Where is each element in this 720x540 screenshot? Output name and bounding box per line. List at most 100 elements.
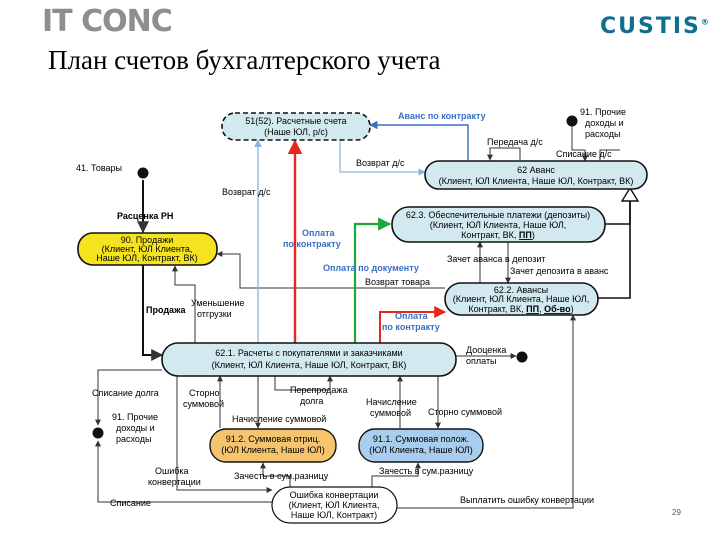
svg-text:51(52). Расчетные счета: 51(52). Расчетные счета [245,116,346,126]
svg-text:91.1. Суммовая полож.: 91.1. Суммовая полож. [373,434,469,444]
svg-text:62 Аванс: 62 Аванс [517,165,555,175]
edge-vozvrat-ds-top [339,140,426,176]
edge-spisanie-dolga [95,369,162,426]
svg-text:62.2. Авансы: 62.2. Авансы [494,285,548,295]
svg-text:отгрузки: отгрузки [197,309,232,319]
node-91-2[interactable]: 91.2. Суммовая отриц. (ЮЛ Клиента, Наше … [209,428,337,463]
label-avans-contract: Аванс по контракту [398,111,486,121]
node-90[interactable]: 90. Продажи (Клиент, ЮЛ Клиента, Наше ЮЛ… [77,232,218,266]
edge-peredacha-ds [487,147,521,161]
svg-text:суммовой: суммовой [183,399,224,409]
node-62-1[interactable]: 62.1. Расчеты с покупателями и заказчика… [161,342,457,377]
label-vozvrat-ds-mid: Возврат д/с [222,187,271,197]
svg-text:62.1. Расчеты с покупателями и: 62.1. Расчеты с покупателями и заказчика… [215,348,402,358]
edge-vyplatit [397,314,576,509]
label-umen: Уменьшение [191,298,244,308]
edge-zachet-911 [371,462,421,487]
svg-text:62.3. Обеспечительные платежи: 62.3. Обеспечительные платежи (депозиты) [406,210,590,220]
svg-text:Наше ЮЛ, Контракт): Наше ЮЛ, Контракт) [291,510,377,520]
edge-oplata-contract2-red [379,306,447,343]
edge-labels: Аванс по контракту Передача д/с Списание… [92,111,612,508]
edge-oshibka-konv [176,376,273,493]
svg-text:Контракт, ВК, ПП, Об-во): Контракт, ВК, ПП, Об-во) [468,304,573,314]
node-oshibka-konv[interactable]: Ошибка конвертации (Клиент, ЮЛ Клиента, … [271,486,398,524]
label-oshibka: Ошибка [155,466,189,476]
edge-avans-contract [369,120,469,160]
edge-vozvrat-tovara [216,251,445,289]
node-62-3[interactable]: 62.3. Обеспечительные платежи (депозиты)… [391,206,606,243]
label-pereprod: Перепродажа [290,385,347,395]
label-zachet1: Зачесть в сум.разницу [234,471,329,481]
svg-text:91.2. Суммовая отриц.: 91.2. Суммовая отриц. [226,434,320,444]
label-nach2: Начисление [366,397,417,407]
inherit-triangle [620,186,640,202]
connectors [95,120,640,509]
svg-text:расходы: расходы [585,129,620,139]
svg-text:90. Продажи: 90. Продажи [121,235,174,245]
page-number: 29 [672,508,681,517]
svg-text:доходы и: доходы и [585,118,624,128]
svg-text:долга: долга [300,396,323,406]
label-zachet-avansa: Зачет аванса в депозит [447,254,546,264]
svg-text:(ЮЛ Клиента, Наше ЮЛ): (ЮЛ Клиента, Наше ЮЛ) [369,445,472,455]
svg-text:(Клиент, ЮЛ Клиента,: (Клиент, ЮЛ Клиента, [102,244,193,254]
edge-umen-otgruzki [172,265,196,343]
svg-text:Наше ЮЛ, Контракт, ВК): Наше ЮЛ, Контракт, ВК) [96,253,198,263]
svg-text:доходы и: доходы и [116,423,155,433]
endpoint-41-label: 41. Товары [76,163,122,173]
label-zachet-depozita: Зачет депозита в аванс [510,266,609,276]
svg-text:91. Прочие: 91. Прочие [580,107,626,117]
label-vozvrat-tovara: Возврат товара [365,277,430,287]
label-oplata-contract1: Оплата [302,228,336,238]
edge-91-to-62 [571,126,588,162]
label-dooc: Дооценка [466,345,506,355]
svg-text:(Клиент, ЮЛ Клиента,: (Клиент, ЮЛ Клиента, [289,500,380,510]
label-spis-dolga: Списание долга [92,388,159,398]
endpoint-dot-41 [137,167,149,179]
endpoint-91-top-label: 91. Прочие доходы и расходы [580,107,626,139]
edge-inherit-623 [605,200,631,225]
label-oplata-doc: Оплата по документу [323,263,419,273]
page-title: План счетов бухгалтерского учета [48,45,441,75]
svg-text:(Наше ЮЛ, р/с): (Наше ЮЛ, р/с) [264,127,328,137]
company-logo-right: CUSTIS® [600,14,709,39]
endpoint-dot-91-left [92,427,104,439]
node-62[interactable]: 62 Аванс (Клиент, ЮЛ Клиента, Наше ЮЛ, К… [424,160,648,190]
edge-prodazha [142,264,164,361]
svg-text:по контракту: по контракту [283,239,341,249]
endpoint-dot-91-top [566,115,578,127]
svg-text:(Клиент, ЮЛ Клиента, Наше ЮЛ,: (Клиент, ЮЛ Клиента, Наше ЮЛ, Контракт, … [439,176,634,186]
company-logo-left: IT CONC [42,4,173,39]
label-prodazha: Продажа [146,305,187,315]
svg-text:91. Прочие: 91. Прочие [112,412,158,422]
svg-text:(ЮЛ Клиента, Наше ЮЛ): (ЮЛ Клиента, Наше ЮЛ) [221,445,324,455]
endpoint-dot-dooc [516,351,528,363]
label-vyplatit: Выплатить ошибку конвертации [460,495,594,505]
label-oplata-contract2: Оплата [395,311,429,321]
svg-text:(Клиент, ЮЛ Клиента, Наше ЮЛ,: (Клиент, ЮЛ Клиента, Наше ЮЛ, Контракт, … [212,360,407,370]
edge-spisanie [95,440,272,503]
svg-text:(Клиент, ЮЛ Клиента, Наше ЮЛ,: (Клиент, ЮЛ Клиента, Наше ЮЛ, [430,220,567,230]
label-storno2: Сторно суммовой [428,407,502,417]
svg-text:расходы: расходы [116,434,151,444]
svg-text:конвертации: конвертации [148,477,201,487]
svg-text:оплаты: оплаты [466,356,497,366]
endpoint-91-left-label: 91. Прочие доходы и расходы [112,412,158,444]
edge-inherit-622 [598,200,631,299]
label-storno1: Сторно [189,388,220,398]
node-62-2[interactable]: 62.2. Авансы (Клиент, ЮЛ Клиента, Наше Ю… [444,282,599,316]
label-spisanie: Списание [110,498,151,508]
node-51-52[interactable]: 51(52). Расчетные счета (Наше ЮЛ, р/с) [221,112,371,141]
svg-text:Контракт, ВК, ПП): Контракт, ВК, ПП) [461,230,535,240]
label-vozvrat-ds-top: Возврат д/с [356,158,405,168]
label-rascenka: Расценка РН [117,211,173,221]
label-zachet2: Зачесть в сум.разницу [379,466,474,476]
label-spisanie-ds: Списание д/с [556,149,612,159]
edge-oplata-doc-green [353,217,392,343]
edge-zachet-912 [260,462,291,487]
svg-text:(Клиент, ЮЛ Клиента, Наше ЮЛ,: (Клиент, ЮЛ Клиента, Наше ЮЛ, [453,294,590,304]
label-nach1: Начисление суммовой [232,414,326,424]
node-91-1[interactable]: 91.1. Суммовая полож. (ЮЛ Клиента, Наше … [358,428,484,463]
label-peredacha: Передача д/с [487,137,543,147]
